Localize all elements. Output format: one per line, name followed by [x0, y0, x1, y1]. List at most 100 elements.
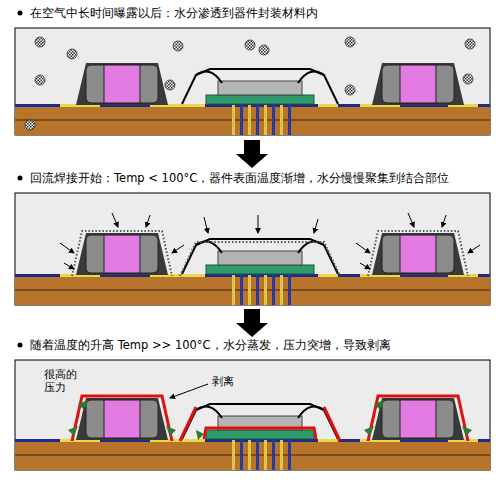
mold-outline: [196, 69, 324, 75]
moisture-particle: [345, 37, 355, 47]
via: [248, 105, 251, 135]
via: [232, 440, 235, 470]
capacitor-core: [400, 235, 436, 273]
bullet: [18, 343, 23, 348]
callout-label: 剥离: [212, 375, 234, 388]
via: [272, 275, 275, 305]
moisture-arrow: [356, 243, 370, 253]
capacitor-body: [86, 400, 158, 438]
via: [256, 275, 259, 305]
via: [256, 440, 259, 470]
via: [256, 105, 259, 135]
delamination-line: [368, 396, 468, 441]
step-heading: 回流焊接开始：Temp < 100°C，器件表面温度渐增，水分慢慢聚集到结合部位: [30, 171, 449, 185]
moisture-arrow: [204, 217, 208, 233]
bond-wire: [182, 241, 222, 274]
chip-die: [218, 81, 302, 95]
via: [288, 275, 291, 305]
pcb-board: [15, 277, 490, 305]
pressure-mark: [196, 430, 204, 440]
capacitor-core: [104, 65, 140, 103]
via: [288, 105, 291, 135]
via: [272, 440, 275, 470]
moisture-particle: [35, 75, 45, 85]
pressure-mark: [166, 426, 176, 436]
capacitor-body: [382, 65, 454, 103]
via: [240, 440, 243, 470]
via: [232, 275, 235, 305]
capacitor-core: [104, 235, 140, 273]
capacitor-body: [86, 235, 158, 273]
solder-pad: [318, 439, 338, 442]
via: [248, 440, 251, 470]
capacitor-core: [400, 65, 436, 103]
moisture-particle: [67, 49, 77, 59]
chip-die: [218, 251, 302, 265]
pcb-layer: [15, 119, 490, 121]
solder-pad: [185, 439, 205, 442]
moisture-particle: [463, 74, 473, 84]
solder-fillet: [372, 63, 464, 105]
moisture-arrow: [112, 213, 118, 227]
moisture-boundary: [72, 231, 172, 276]
moisture-particle: [465, 39, 475, 49]
moisture-particle: [245, 40, 255, 50]
via: [240, 275, 243, 305]
moisture-arrow: [60, 243, 74, 253]
moisture-particle: [165, 80, 175, 90]
solder-fillet: [372, 233, 464, 275]
via: [280, 105, 283, 135]
bullet: [18, 176, 23, 181]
delamination-line: [180, 407, 340, 441]
step-arrow: [236, 140, 268, 168]
moisture-arrow: [64, 263, 74, 269]
solder-fillet: [76, 63, 168, 105]
moisture-arrow: [172, 245, 184, 253]
via: [248, 275, 251, 305]
pressure-mark: [374, 400, 384, 410]
moisture-arrow: [468, 245, 480, 253]
solder-fillet: [76, 233, 168, 275]
bullet: [18, 11, 23, 16]
solder-pad: [185, 274, 205, 277]
chip-substrate: [206, 430, 314, 439]
step-heading: 随着温度的升高 Temp >> 100°C，水分蒸发，压力突增，导致剥离: [30, 338, 391, 352]
mold-outline: [196, 404, 324, 410]
pressure-mark: [462, 426, 472, 436]
solder-pad: [318, 274, 338, 277]
moisture-particle: [259, 45, 269, 55]
via: [272, 105, 275, 135]
pressure-mark: [68, 426, 78, 436]
bond-wire: [182, 71, 222, 104]
moisture-arrow: [360, 263, 370, 269]
via: [232, 105, 235, 135]
capacitor-body: [382, 400, 454, 438]
mold-region: [15, 360, 490, 470]
capacitor-body: [382, 235, 454, 273]
moisture-arrow: [146, 215, 150, 227]
leader-line: [170, 384, 208, 398]
solder-fillet: [372, 398, 464, 440]
mold-region: [15, 28, 490, 135]
chip-substrate: [206, 265, 314, 274]
pcb-board: [15, 107, 490, 135]
moisture-arrow: [442, 215, 446, 227]
solder-pad: [318, 104, 338, 107]
moisture-particle: [173, 41, 183, 51]
bond-wire: [298, 71, 338, 104]
moisture-arrow: [314, 219, 318, 233]
delamination-line: [204, 428, 316, 439]
pcb-layer: [15, 454, 490, 456]
pressure-mark: [78, 400, 88, 410]
chip-substrate: [206, 95, 314, 104]
via: [288, 440, 291, 470]
moisture-particle: [35, 37, 45, 47]
via: [264, 440, 267, 470]
moisture-boundary: [368, 231, 468, 276]
moisture-particle: [25, 120, 35, 130]
capacitor-body: [86, 65, 158, 103]
via: [264, 105, 267, 135]
capacitor-core: [104, 400, 140, 438]
moisture-arrow: [258, 215, 259, 233]
